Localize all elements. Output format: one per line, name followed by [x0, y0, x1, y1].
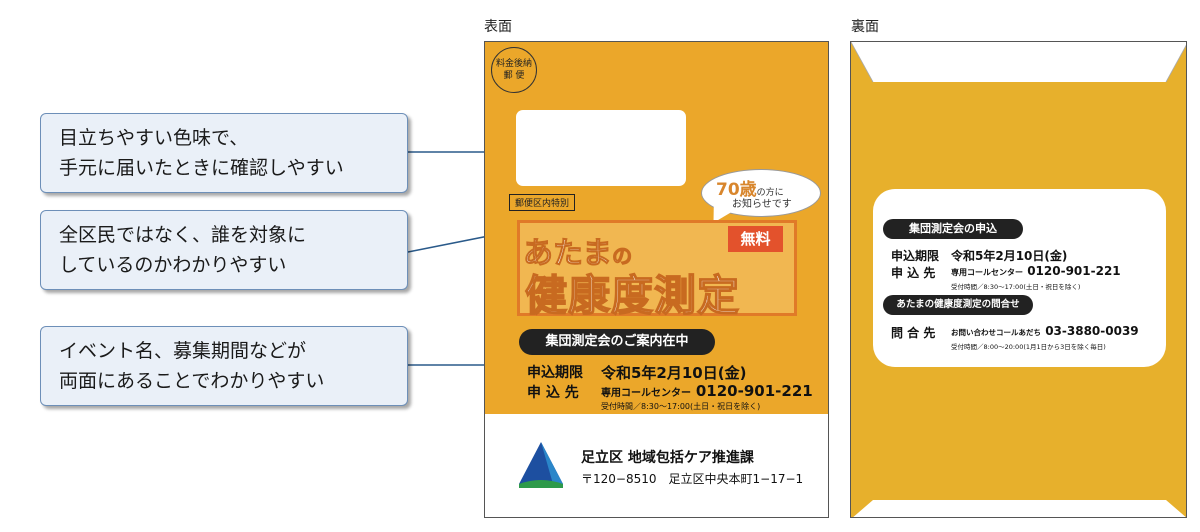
back-inquiry-tel: 03-3880-0039: [1045, 324, 1139, 338]
front-apply-tel: 0120-901-221: [695, 382, 813, 400]
back-reception-hours: 受付時間／8:30〜17:00(土日・祝日を除く): [951, 283, 1081, 291]
title-line1: あたまの: [522, 228, 633, 272]
callout-3-line2: 両面にあることでわかりやすい: [59, 370, 325, 392]
title-part1-small: の: [612, 244, 633, 269]
back-label: 裏面: [851, 19, 879, 35]
front-apply-center: 専用コールセンター: [601, 388, 691, 399]
age-speech-bubble: 70歳の方に お知らせです: [701, 169, 821, 228]
bubble-age: 70歳の方に: [716, 175, 784, 200]
postal-special-label: 郵便区内特別: [509, 194, 576, 211]
front-deadline-label: 申込期限: [527, 365, 583, 381]
callout-2-line2: しているのかわかりやすい: [59, 254, 287, 276]
bubble-age-value: 70歳: [716, 180, 757, 200]
back-deadline-value: 令和5年2月10日(金): [951, 249, 1068, 263]
callout-1-line1: 目立ちやすい色味で、: [59, 127, 249, 149]
back-apply-contact: 専用コールセンター 0120-901-221: [951, 264, 1121, 278]
info-panel: 集団測定会の申込 申込期限 令和5年2月10日(金) 申 込 先 専用コールセン…: [873, 189, 1166, 367]
title-line2: 健康度測定: [524, 270, 741, 321]
address-window: [516, 110, 686, 186]
back-inquiry-label: 問 合 先: [891, 326, 936, 340]
back-deadline-label: 申込期限: [891, 249, 940, 263]
application-pill: 集団測定会の申込: [883, 219, 1023, 239]
stamp-line2: 郵 便: [503, 71, 525, 81]
back-apply-tel: 0120-901-221: [1027, 264, 1121, 278]
bubble-notice: お知らせです: [732, 199, 792, 210]
envelope-flaps: [851, 42, 1186, 517]
notice-enclosed-pill: 集団測定会のご案内在中: [519, 329, 715, 355]
callout-3-line1: イベント名、募集期間などが: [59, 340, 307, 362]
front-deadline-value: 令和5年2月10日(金): [601, 364, 747, 382]
office-address: 〒120−8510 足立区中央本町1−17−1: [581, 472, 804, 486]
title-part1: あたま: [522, 236, 613, 272]
back-apply-label: 申 込 先: [891, 266, 936, 280]
office-name: 足立区 地域包括ケア推進課: [581, 450, 754, 466]
envelope-front: 料金後納 郵 便 郵便区内特別 70歳の方に お知らせです あたまの 無料 健康…: [484, 41, 829, 518]
stamp-line1: 料金後納: [495, 59, 532, 69]
back-apply-center: 専用コールセンター: [951, 268, 1023, 277]
callout-1-line2: 手元に届いたときに確認しやすい: [59, 157, 344, 179]
back-inquiry-contact: お問い合わせコールあだち 03-3880-0039: [951, 324, 1139, 338]
callout-event: イベント名、募集期間などが 両面にあることでわかりやすい: [40, 326, 408, 406]
inquiry-pill: あたまの健康度測定の問合せ: [883, 295, 1033, 315]
back-inquiry-hours: 受付時間／8:00〜20:00(1月1日から3日を除く毎日): [951, 343, 1106, 351]
callout-target: 全区民ではなく、誰を対象に しているのかわかりやすい: [40, 210, 408, 290]
front-label: 表面: [484, 19, 512, 35]
envelope-back: 集団測定会の申込 申込期限 令和5年2月10日(金) 申 込 先 専用コールセン…: [850, 41, 1187, 518]
callout-color: 目立ちやすい色味で、 手元に届いたときに確認しやすい: [40, 113, 408, 193]
bubble-age-suffix: の方に: [756, 188, 784, 198]
front-reception-hours: 受付時間／8:30〜17:00(土日・祝日を除く): [601, 402, 761, 411]
adachi-logo: [519, 442, 563, 488]
front-apply-contact: 専用コールセンター 0120-901-221: [601, 382, 813, 400]
postage-stamp-mark: 料金後納 郵 便: [491, 47, 537, 93]
free-badge: 無料: [728, 226, 783, 252]
callout-2-line1: 全区民ではなく、誰を対象に: [59, 224, 307, 246]
front-apply-label: 申 込 先: [527, 385, 579, 401]
back-inquiry-center: お問い合わせコールあだち: [951, 328, 1041, 337]
